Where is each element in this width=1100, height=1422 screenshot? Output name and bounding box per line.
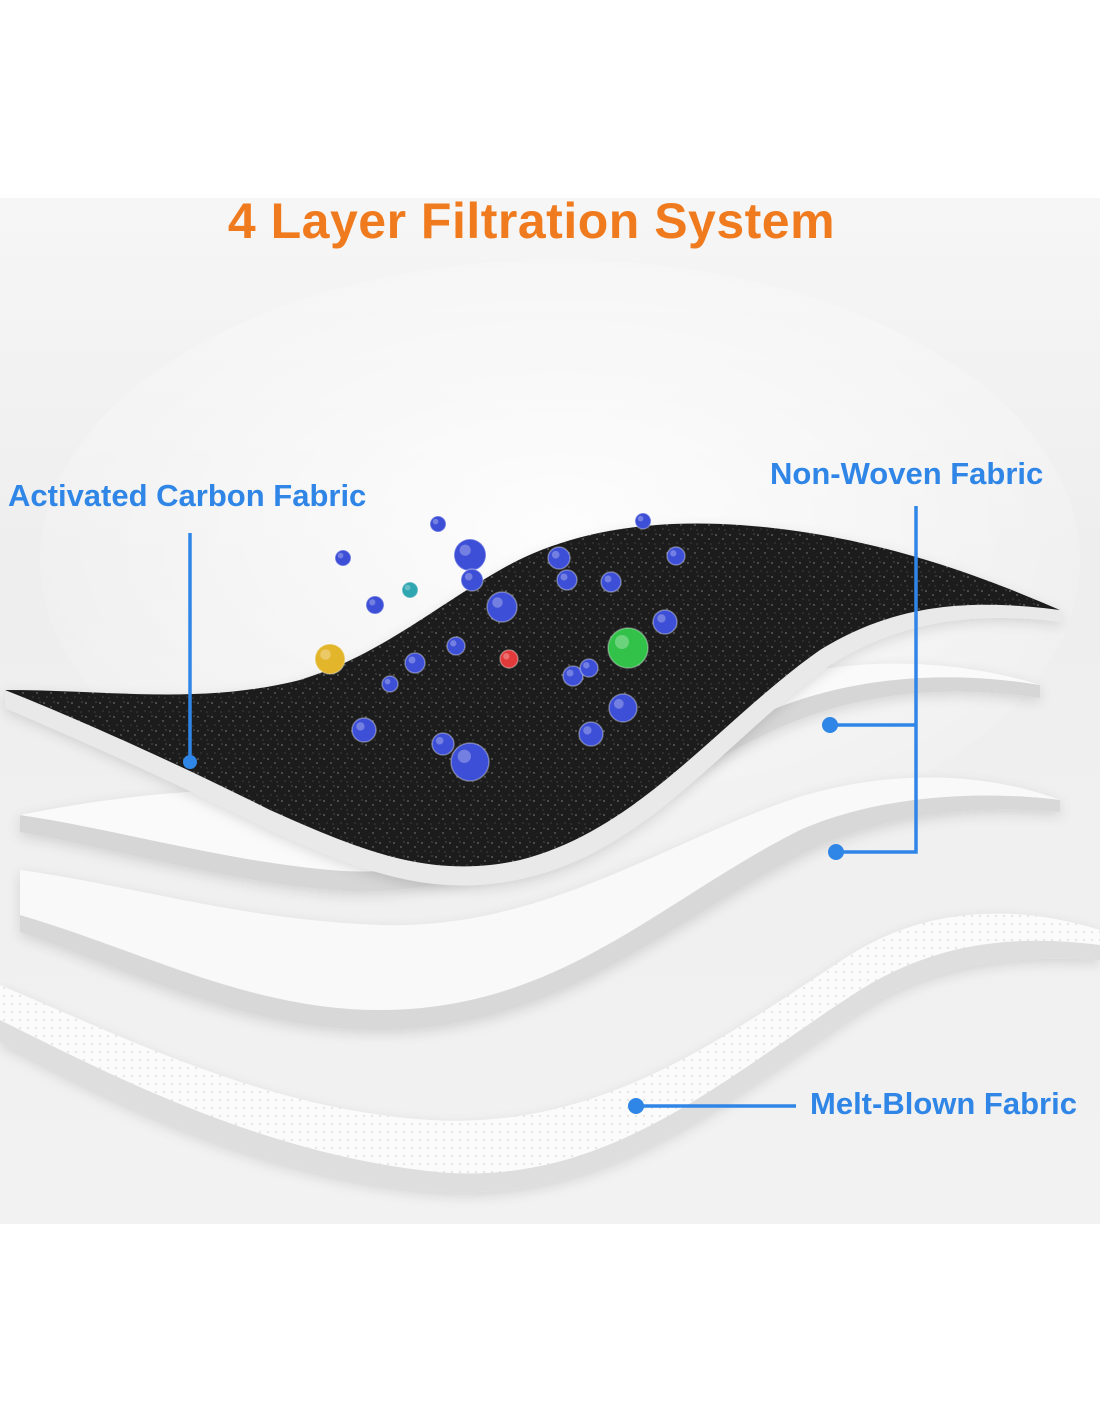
particle-highlight <box>432 518 439 525</box>
particle-highlight <box>657 614 666 623</box>
particle-highlight <box>404 584 411 591</box>
particles <box>314 512 686 782</box>
particle <box>556 569 578 591</box>
particle <box>547 546 571 570</box>
particle-highlight <box>670 550 677 557</box>
non-woven-marker-dot-2 <box>828 844 844 860</box>
particle <box>634 512 652 530</box>
particle <box>351 717 377 743</box>
particle-highlight <box>637 515 644 522</box>
particle-highlight <box>356 722 365 731</box>
particle-highlight <box>459 544 471 556</box>
particle-highlight <box>566 669 574 677</box>
particle <box>578 721 604 747</box>
non-woven-label: Non-Woven Fabric <box>770 456 1044 491</box>
non-woven-layer-2 <box>0 913 1100 1193</box>
particle-highlight <box>583 662 590 669</box>
particle <box>453 538 487 572</box>
particle-highlight <box>337 552 344 559</box>
particle-highlight <box>551 550 560 559</box>
particle-highlight <box>464 572 473 581</box>
particle <box>499 649 519 669</box>
particle-highlight <box>560 573 568 581</box>
particle <box>486 591 518 623</box>
particle-highlight <box>457 749 471 763</box>
particle <box>334 549 352 567</box>
particle <box>404 652 426 674</box>
particle <box>446 636 466 656</box>
melt-blown-label: Melt-Blown Fabric <box>810 1086 1077 1121</box>
carbon-marker-dot <box>183 755 197 769</box>
particle <box>460 568 484 592</box>
particle <box>431 732 455 756</box>
non-woven-leader-line <box>836 506 918 854</box>
particle-highlight <box>435 736 444 745</box>
particle-highlight <box>615 635 629 649</box>
particle-highlight <box>613 698 624 709</box>
particle-highlight <box>408 656 416 664</box>
particle-highlight <box>320 649 331 660</box>
activated-carbon-layer <box>5 523 1062 886</box>
particle <box>450 742 490 782</box>
melt-blown-layer <box>20 777 1060 1030</box>
particle-highlight <box>604 575 612 583</box>
particle <box>365 595 385 615</box>
page-title: 4 Layer Filtration System <box>227 193 836 249</box>
particle <box>314 643 346 675</box>
particle <box>607 627 649 669</box>
particle <box>429 515 447 533</box>
particle <box>608 693 638 723</box>
particle-highlight <box>384 678 391 685</box>
particle <box>600 571 622 593</box>
melt-blown-marker-dot <box>628 1098 644 1114</box>
particle-highlight <box>492 597 503 608</box>
particle-highlight <box>503 653 510 660</box>
callout-dots <box>183 717 844 1114</box>
particle <box>666 546 686 566</box>
particle-highlight <box>369 599 376 606</box>
particle <box>401 581 419 599</box>
particle <box>652 609 678 635</box>
activated-carbon-label: Activated Carbon Fabric <box>8 478 367 513</box>
callout-lines <box>188 506 918 1108</box>
particle <box>381 675 399 693</box>
particle <box>562 665 584 687</box>
non-woven-marker-dot-1 <box>822 717 838 733</box>
particle-highlight <box>583 726 592 735</box>
particle-highlight <box>450 640 457 647</box>
particle <box>579 658 599 678</box>
